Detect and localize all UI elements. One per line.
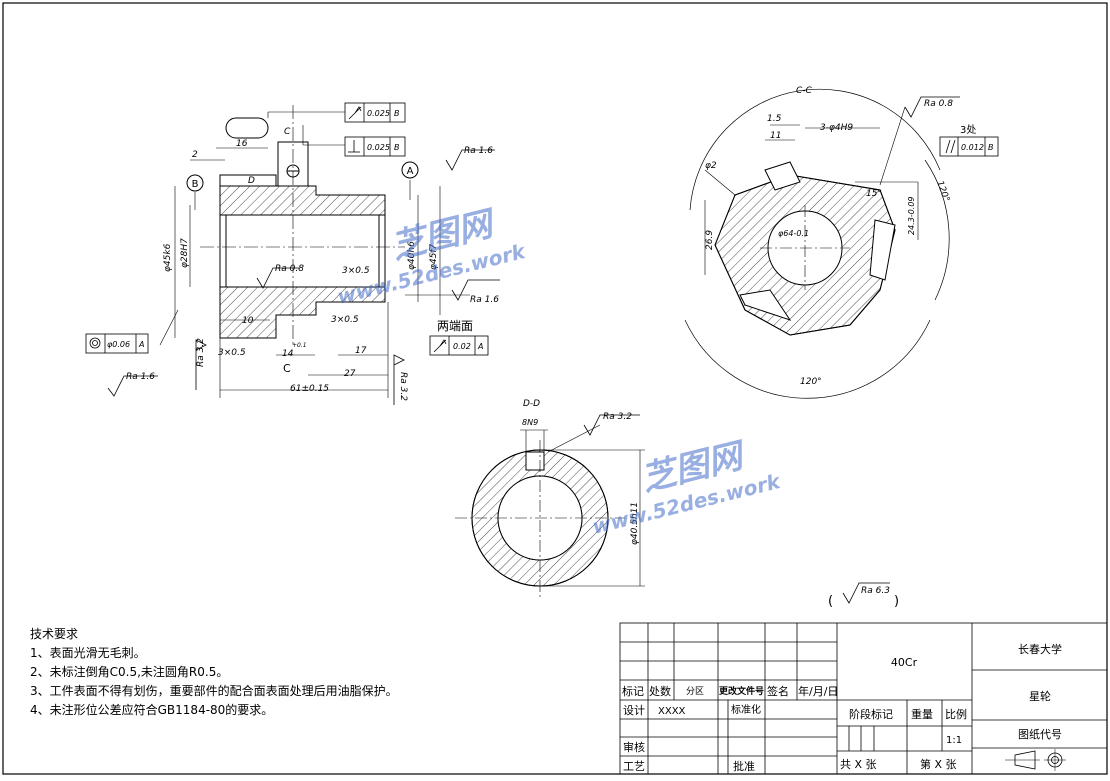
dim-14-tol: +0.1 [292, 342, 307, 349]
general-roughness: Ra 6.3 [861, 586, 890, 596]
view-c-label: C [283, 362, 291, 375]
dim-14: 14 [282, 349, 294, 359]
row-process: 工艺 [623, 760, 645, 773]
drawing-no-label: 图纸代号 [1018, 728, 1062, 741]
dim-holes: 3-φ4H9 [820, 123, 853, 133]
technical-requirements: 技术要求 1、表面光滑无毛刺。 2、未标注倒角C0.5,未注圆角R0.5。 3、… [30, 625, 398, 720]
scale-value: 1:1 [946, 735, 962, 746]
general-rough-open: ( [828, 594, 833, 609]
dim-phi40h6: φ40h6 [407, 241, 417, 270]
tol-5-datum: B [988, 143, 994, 152]
col-count: 处数 [649, 685, 671, 698]
datum-b-circle [186, 174, 204, 192]
row-design: 设计 [623, 704, 645, 717]
dim-phi40-5: φ40.5h11 [630, 502, 640, 545]
dim-d-label: D [248, 176, 255, 186]
dim-24-3: 24.3-0.09 [907, 196, 916, 235]
dim-3x05-b: 3×0.5 [342, 266, 370, 276]
part-name: 星轮 [1029, 689, 1051, 703]
main-section-view [159, 105, 470, 398]
designer-name: XXXX [658, 706, 686, 717]
tol-2-value: 0.025 [367, 143, 390, 152]
col-zone: 分区 [686, 686, 704, 697]
notes-title: 技术要求 [30, 627, 79, 641]
tol-3-datum: A [138, 340, 144, 349]
dim-phi64: φ64-0.1 [778, 229, 809, 238]
section-dd-view [455, 424, 645, 600]
note-item: 3、工件表面不得有划伤，重要部件的配合面表面处理后用油脂保护。 [30, 684, 398, 698]
dim-26-9: 26.9 [705, 230, 715, 250]
dim-16: 16 [236, 139, 248, 149]
scale-label: 比例 [945, 707, 967, 721]
note-item: 1、表面光滑无毛刺。 [30, 646, 146, 660]
row-check: 审核 [623, 740, 645, 754]
tol-2-datum: B [394, 143, 400, 152]
roughness-ra32-right: Ra 3.2 [398, 372, 408, 401]
roughness-ra08-cc: Ra 0.8 [924, 99, 953, 109]
dim-c-label: C [284, 127, 291, 137]
col-sign: 签名 [767, 684, 789, 698]
section-cc-label: C-C [796, 86, 813, 96]
col-date: 年/月/日 [798, 684, 838, 698]
tol-4-datum: A [477, 342, 483, 351]
stage-mark-label: 阶段标记 [849, 707, 893, 721]
dim-27: 27 [344, 369, 356, 379]
dim-phi28h7: φ28H7 [180, 238, 190, 268]
roughness-ra32-left: Ra 3.2 [196, 338, 206, 367]
dim-10: 10 [242, 316, 254, 326]
datum-a-circle [401, 161, 419, 179]
note-item: 4、未注形位公差应符合GB1184-80的要求。 [30, 703, 274, 717]
total-sheets: 共 X 张 [840, 758, 877, 771]
tol-3-value: φ0.06 [107, 340, 130, 349]
sheet-number: 第 X 张 [920, 757, 957, 771]
oil-hole-boss [277, 141, 309, 187]
dim-8n9: 8N9 [522, 418, 538, 427]
dim-3x05-c: 3×0.5 [331, 315, 359, 325]
title-block-text: 40Cr 长春大学 星轮 图纸代号 标记 处数 分区 更改文件号 签名 年/月/… [622, 642, 1062, 773]
roughness-ra16-left: Ra 1.6 [126, 372, 155, 382]
dim-1-5: 1.5 [767, 114, 782, 124]
dim-2: 2 [192, 150, 198, 160]
note-item: 2、未标注倒角C0.5,未注圆角R0.5。 [30, 665, 229, 679]
school-name: 长春大学 [1018, 642, 1062, 656]
three-places-label: 3处 [960, 124, 976, 136]
roughness-ra08-bore: Ra 0.8 [275, 264, 304, 274]
tol-1-value: 0.025 [367, 109, 390, 118]
row-approve: 批准 [733, 759, 755, 773]
roughness-ra32-dd: Ra 3.2 [603, 412, 632, 422]
dim-angle-15: 15° [866, 189, 882, 199]
dim-phi45f7: φ45f7 [429, 243, 439, 270]
dim-phi45k6: φ45k6 [163, 243, 173, 272]
general-rough-close: ) [894, 594, 899, 609]
dim-61: 61±0.15 [290, 384, 329, 394]
title-block [619, 622, 1108, 775]
datum-a-label: A [407, 166, 414, 177]
tol-4-value: 0.02 [453, 342, 471, 351]
tol-5-value: 0.012 [961, 143, 984, 152]
both-ends-label: 两端面 [437, 319, 473, 333]
section-dd-label: D-D [523, 399, 540, 409]
dim-phi2: φ2 [705, 161, 717, 171]
keyway-plan [225, 117, 269, 139]
section-cc-view [684, 88, 950, 399]
material-value: 40Cr [891, 656, 918, 669]
tol-1-datum: B [394, 109, 400, 118]
roughness-ra16-top: Ra 1.6 [464, 146, 493, 156]
dim-3x05: 3×0.5 [218, 348, 246, 358]
dim-angle-120-a: 120° [934, 180, 951, 204]
dim-17: 17 [355, 346, 367, 356]
col-change-doc: 更改文件号 [719, 685, 764, 697]
col-mark: 标记 [622, 684, 644, 698]
upper-wall-hatch [219, 185, 386, 216]
weight-label: 重量 [911, 707, 933, 721]
datum-b-label: B [192, 179, 199, 190]
roughness-ra16-end: Ra 1.6 [470, 295, 499, 305]
row-standard: 标准化 [731, 703, 761, 716]
dim-11: 11 [770, 131, 781, 141]
dim-angle-120-b: 120° [800, 377, 822, 387]
